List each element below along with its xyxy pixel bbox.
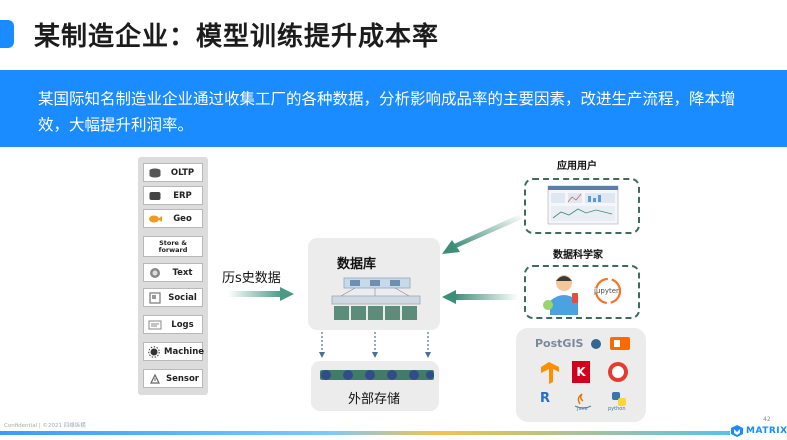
- data-scientist-label: 数据科学家: [553, 250, 603, 261]
- history-arrow: [228, 287, 294, 301]
- db-logos-icon: [591, 337, 630, 350]
- r-logo: R: [540, 391, 551, 406]
- app-users-box: [524, 178, 640, 234]
- brand-text: MATRIX: [746, 426, 787, 436]
- machine-icon: [148, 345, 160, 359]
- source-item-store-forward: Store & forward: [143, 236, 203, 257]
- page-number: 42: [763, 416, 771, 423]
- location-icon: [148, 212, 162, 226]
- storage-arrows: [319, 332, 431, 358]
- source-item-oltp: OLTP: [143, 163, 203, 182]
- footer-confidential: Confidential | ©2021 四维纵横: [4, 423, 86, 429]
- text-bubble-icon: [148, 266, 162, 280]
- title-marker: [0, 20, 14, 48]
- data-scientist-arrow: [442, 290, 518, 304]
- source-label: ERP: [173, 190, 192, 201]
- source-label: Store & forward: [158, 238, 188, 254]
- source-item-sensor: Sensor: [143, 369, 203, 388]
- source-item-logs: Logs: [143, 315, 203, 334]
- sql-logo-icon: [608, 362, 628, 382]
- java-icon: [574, 393, 592, 409]
- source-item-text: Text: [143, 263, 203, 282]
- source-item-geo: Geo: [143, 209, 203, 228]
- jupyter-icon: [594, 277, 622, 305]
- data-sources-panel: OLTP ERP Geo Store & forward Text: [138, 157, 208, 395]
- python-icon: [612, 392, 626, 406]
- java-label: Java: [577, 406, 588, 412]
- source-item-social: Social: [143, 288, 203, 307]
- data-scientist-box: jupyter: [524, 265, 640, 319]
- sensor-icon: [148, 372, 162, 386]
- source-label: Logs: [171, 319, 194, 330]
- source-label: Social: [168, 292, 197, 303]
- storage-disks-graphic: [320, 370, 434, 380]
- source-label: Sensor: [165, 373, 199, 384]
- app-users-arrow: [442, 214, 522, 254]
- logs-icon: [148, 318, 162, 332]
- tensorflow-icon: [541, 362, 559, 384]
- database-cluster-graphic: [331, 277, 421, 320]
- source-label: Geo: [173, 213, 192, 224]
- database-icon: [148, 166, 162, 180]
- app-users-label: 应用用户: [557, 161, 597, 172]
- external-storage-panel: [311, 361, 439, 411]
- description-banner: [0, 70, 787, 147]
- source-label: OLTP: [170, 167, 195, 178]
- footer-bar: [0, 431, 730, 435]
- jupyter-label: jupyter: [594, 287, 619, 295]
- history-data-label: 历s史数据: [222, 271, 281, 286]
- matrix-logo-icon: [731, 425, 743, 437]
- python-label: python: [608, 406, 626, 412]
- dashboard-screenshot-icon: [547, 185, 619, 225]
- source-item-erp: ERP: [143, 186, 203, 205]
- social-icon: [148, 291, 162, 305]
- source-label: Text: [172, 267, 193, 278]
- source-item-machine: Machine: [143, 342, 204, 361]
- database-icon: [148, 189, 162, 203]
- keras-logo: K: [572, 361, 590, 383]
- brand-logo: MATRIX: [731, 425, 787, 437]
- page-title: 某制造企业：模型训练提升成本率: [34, 22, 440, 52]
- database-label: 数据库: [337, 257, 377, 272]
- external-storage-label: 外部存储: [348, 392, 401, 407]
- scientist-icon: [543, 275, 578, 315]
- banner-text: 某国际知名制造业企业通过收集工厂的各种数据，分析影响成品率的主要因素，改进生产流…: [38, 90, 736, 134]
- postgis-logo: PostGIS: [535, 337, 584, 350]
- source-label: Machine: [164, 346, 205, 357]
